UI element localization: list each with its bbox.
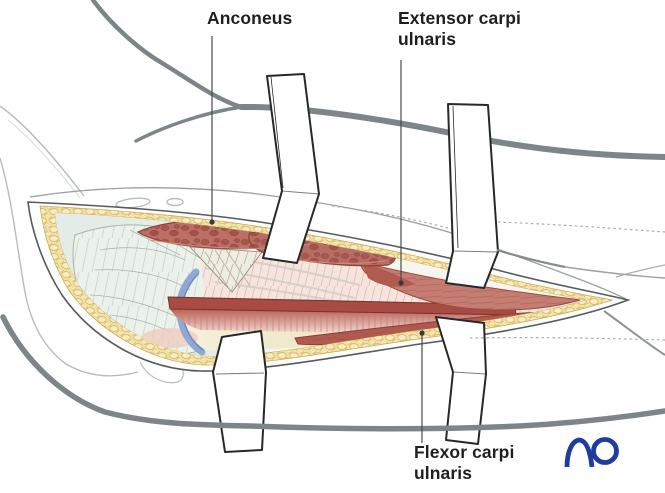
fascia-crosshatch <box>189 246 263 293</box>
retractors <box>212 73 499 453</box>
label-extensor-line2: ulnaris <box>398 29 457 49</box>
leader-dot-extensor <box>398 280 404 286</box>
retractor-top-right <box>445 103 499 289</box>
leader-dot-flexor <box>419 330 425 336</box>
label-extensor-line1: Extensor carpi <box>398 8 521 28</box>
label-flexor-line2: ulnaris <box>414 463 473 483</box>
upper-flap-line <box>29 187 627 300</box>
label-anconeus: Anconeus <box>207 8 292 29</box>
ao-logo-icon <box>564 437 619 468</box>
label-flexor-carpi-ulnaris: Flexor carpi ulnaris <box>414 442 514 484</box>
retractor-bottom-right <box>435 316 487 445</box>
label-extensor-carpi-ulnaris: Extensor carpi ulnaris <box>398 8 521 50</box>
arm-contours-top <box>90 0 665 160</box>
elbow-crease-contour <box>134 105 243 143</box>
label-flexor-line1: Flexor carpi <box>414 442 515 462</box>
leader-dot-anconeus <box>209 219 215 225</box>
leader-lines <box>209 36 425 443</box>
dotted-flap-lines <box>331 205 665 235</box>
incision <box>27 201 631 372</box>
retractor-top-left <box>262 73 320 264</box>
forearm-right-lines <box>469 248 665 356</box>
retractor-bottom-left <box>212 330 267 453</box>
forearm-bottom-contour <box>0 314 665 432</box>
elbow-silhouette-lines <box>0 105 184 384</box>
label-anconeus-line1: Anconeus <box>207 8 293 28</box>
upper-arm-contour <box>90 0 244 110</box>
